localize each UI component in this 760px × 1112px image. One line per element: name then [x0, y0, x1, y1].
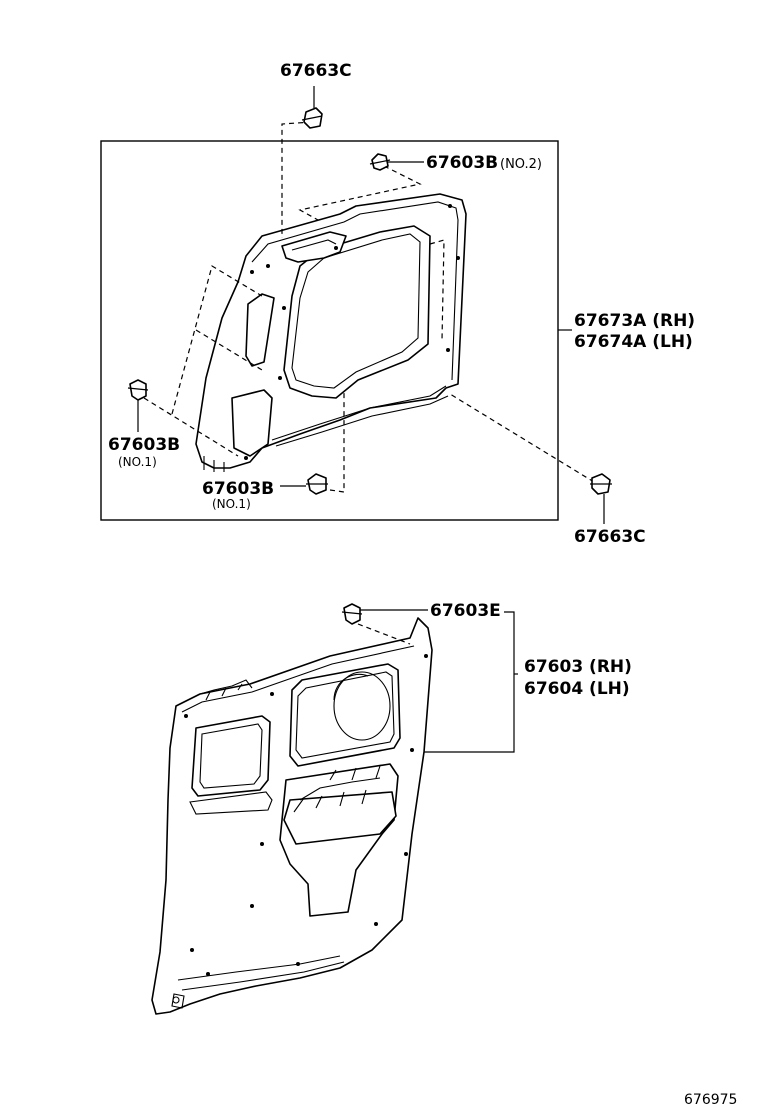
guide-line-inner-right: [429, 239, 445, 341]
label-clip-bottom-sub: (NO.1): [212, 497, 251, 511]
clip-right-icon: [590, 473, 612, 524]
clip-no2-icon: [369, 153, 424, 171]
lower-door-trim-panel: [151, 617, 433, 1015]
upper-quarter-trim-panel: [195, 193, 467, 472]
label-clip-bottom: 67603B: [202, 479, 274, 499]
leader-lower-bracket: [424, 611, 515, 753]
label-upper-panel-rh: 67673A (RH): [574, 311, 695, 331]
guide-line-no2-clip: [298, 165, 422, 221]
guide-line-top-clip: [281, 121, 313, 238]
label-clip-right: 67663C: [574, 527, 646, 547]
clip-bottom-icon: [280, 473, 328, 495]
guide-line-right-clip: [449, 393, 595, 483]
guide-line-left-clip: [143, 397, 239, 457]
label-clip-top: 67663C: [280, 61, 352, 81]
label-clip-no2-sub: (NO.2): [500, 157, 542, 172]
guide-line-bottom-clip: [329, 392, 345, 493]
guide-line-left-mid: [195, 329, 263, 371]
label-lower-panel-lh: 67604 (LH): [524, 679, 630, 699]
clip-left-icon: [127, 379, 149, 432]
label-clip-lower: 67603E: [430, 601, 501, 621]
guide-line-left-vert: [171, 265, 263, 415]
label-lower-panel-rh: 67603 (RH): [524, 657, 632, 677]
label-upper-panel-lh: 67674A (LH): [574, 332, 693, 352]
figure-reference-number: 676975: [684, 1092, 737, 1108]
guide-line-lower-clip: [357, 623, 411, 645]
label-clip-no2: 67603B: [426, 153, 498, 173]
label-clip-left: 67603B: [108, 435, 180, 455]
label-clip-left-sub: (NO.1): [118, 455, 157, 469]
clip-top-icon: [301, 86, 323, 129]
clip-lower-icon: [341, 603, 428, 625]
